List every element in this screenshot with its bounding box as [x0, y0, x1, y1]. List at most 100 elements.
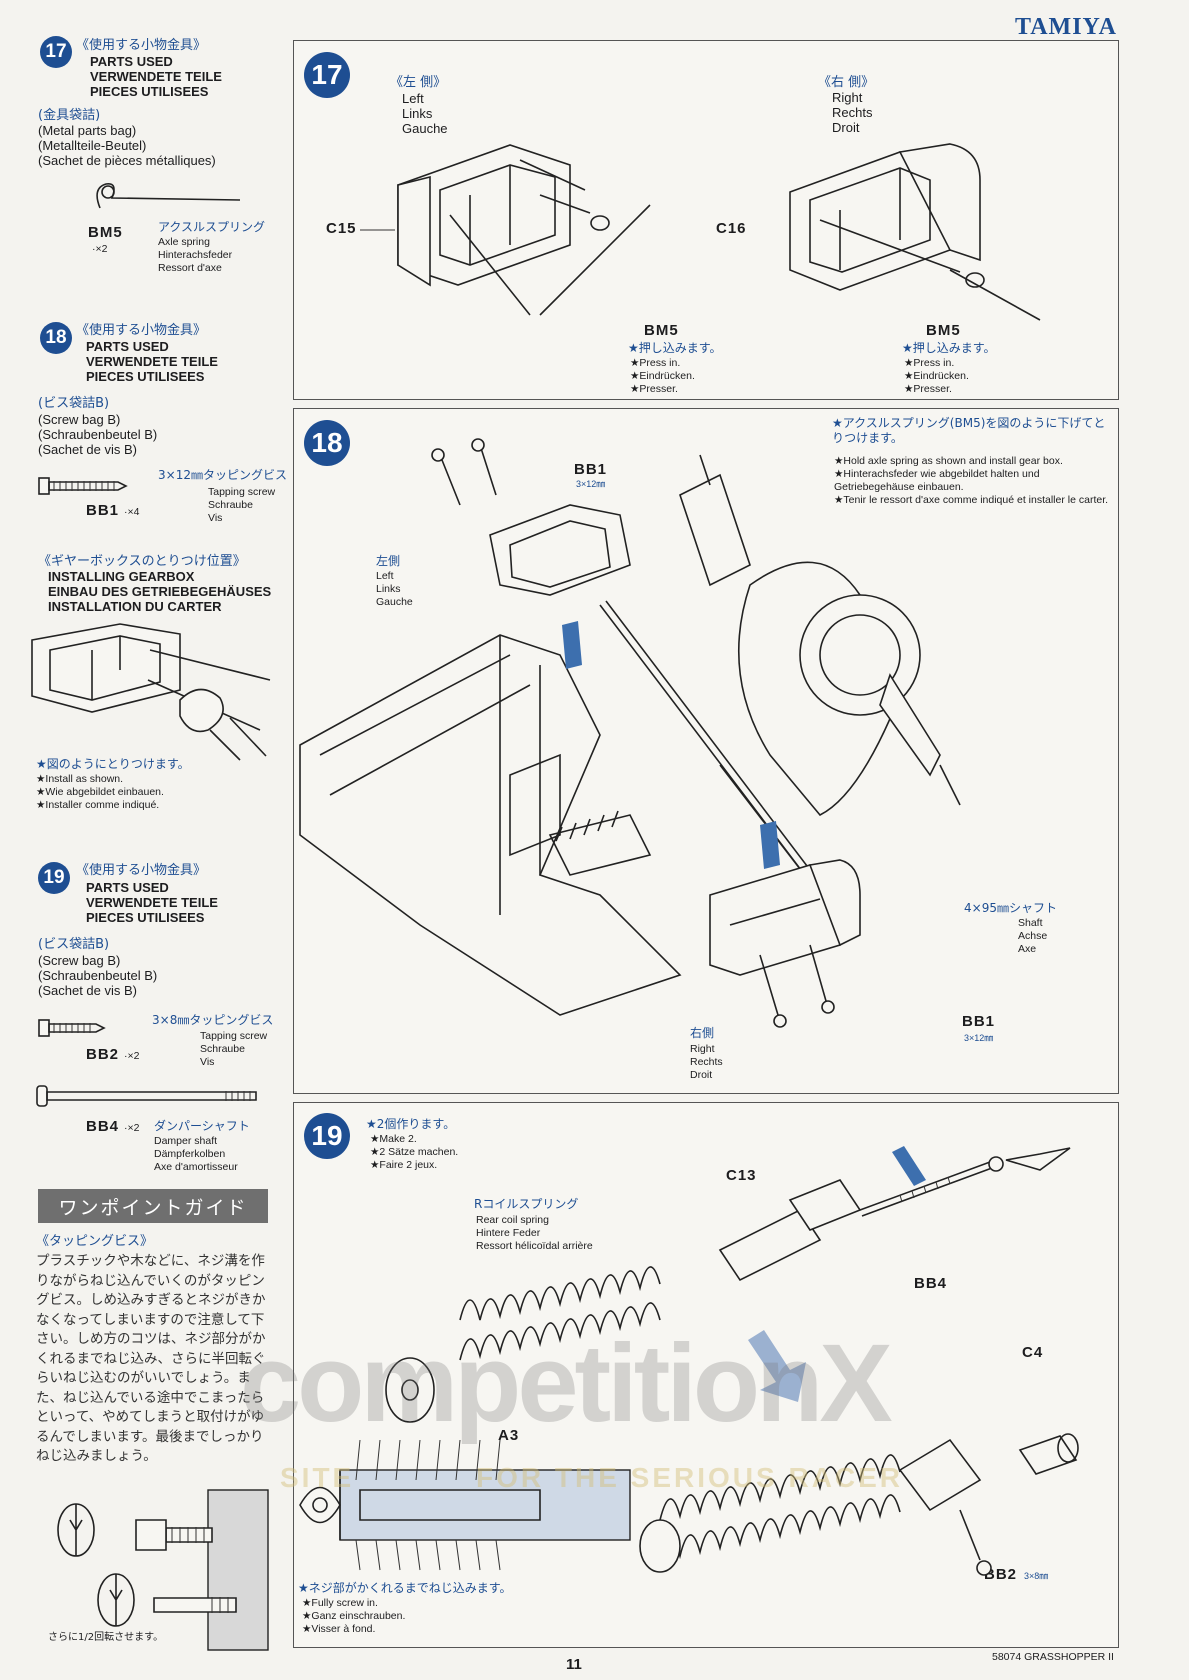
right-side-de: Rechts — [690, 1056, 723, 1068]
parts-used-en: PARTS USED — [86, 880, 169, 895]
watermark-tagline-left: SITE — [280, 1462, 355, 1493]
part-en-bm5: Axle spring — [158, 236, 210, 248]
parts-used-jp: 《使用する小物金具》 — [76, 38, 207, 53]
screw-note-jp: ★ネジ部がかくれるまでねじ込みます。 — [298, 1581, 512, 1595]
press-in-jp-right: ★押し込みます。 — [902, 341, 996, 355]
gearbox-title-fr: INSTALLATION DU CARTER — [48, 599, 222, 614]
screw-note-fr: ★Visser à fond. — [302, 1623, 376, 1635]
one-point-guide-title: ワンポイントガイド — [38, 1189, 268, 1223]
coil-spring-de: Hintere Feder — [476, 1227, 541, 1239]
parts-used-de: VERWENDETE TEILE — [90, 69, 222, 84]
parts-used-fr: PIECES UTILISEES — [90, 84, 209, 99]
c16-mount-diagram — [789, 143, 1041, 321]
parts-used-de: VERWENDETE TEILE — [86, 895, 218, 910]
spring-label-right: BM5 — [926, 322, 961, 339]
parts-used-fr: PIECES UTILISEES — [86, 369, 205, 384]
shaft-label-fr: Axe — [1018, 943, 1037, 955]
press-in-de-right: ★Eindrücken. — [904, 370, 969, 382]
spring-label-left: BM5 — [644, 322, 679, 339]
damper-shaft-icon — [36, 1085, 257, 1107]
bag-fr: (Sachet de vis B) — [38, 983, 137, 998]
part-fr-bb4: Axe d'amortisseur — [154, 1161, 238, 1173]
press-in-en-right: ★Press in. — [904, 357, 955, 369]
press-in-de-left: ★Eindrücken. — [630, 370, 695, 382]
screw-size-bb1-bottom: 3×12㎜ — [964, 1033, 994, 1043]
parts-used-jp: 《使用する小物金具》 — [76, 323, 207, 338]
watermark-tagline-right: FOR THE SERIOUS RACER — [476, 1462, 904, 1493]
press-in-en-left: ★Press in. — [630, 357, 681, 369]
c15-mount-diagram — [397, 144, 651, 316]
part-label-bb2: BB2 — [984, 1566, 1018, 1583]
gearbox-note-en: ★Hold axle spring as shown and install g… — [834, 455, 1063, 467]
part-en-bb1: Tapping screw — [208, 486, 276, 498]
left-side-fr: Gauche — [402, 121, 448, 136]
part-en-bb2: Tapping screw — [200, 1030, 268, 1042]
step-17-number: 17 — [304, 52, 350, 98]
bag-en: (Metal parts bag) — [38, 123, 137, 138]
screw-label-bb1-bottom: BB1 — [962, 1013, 996, 1030]
page-number: 11 — [566, 1656, 582, 1673]
screw-note-en: ★Fully screw in. — [302, 1597, 378, 1609]
left-side-en: Left — [376, 570, 394, 582]
part-qty-bb4: ·×2 — [124, 1122, 140, 1134]
make-two-fr: ★Faire 2 jeux. — [370, 1159, 438, 1171]
install-note-de: ★Wie abgebildet einbauen. — [36, 786, 164, 798]
bag-de: (Schraubenbeutel B) — [38, 427, 158, 442]
bag-jp: (金具袋詰) — [38, 108, 101, 123]
part-label-c15: C15 — [326, 220, 357, 237]
left-side-jp: 左側 — [376, 554, 401, 568]
parts-used-jp: 《使用する小物金具》 — [76, 863, 207, 878]
step-18-badge: 18 — [40, 322, 72, 354]
bag-en: (Screw bag B) — [38, 412, 121, 427]
part-jp-bb1: 3×12㎜タッピングビス — [158, 468, 287, 482]
part-code-bb4: BB4 — [86, 1118, 120, 1135]
screw-size-bb1-top: 3×12㎜ — [576, 479, 606, 489]
part-qty-bm5: ·×2 — [92, 243, 108, 255]
part-size-bb2: 3×8㎜ — [1024, 1571, 1049, 1581]
c15-leader-line — [360, 229, 395, 231]
gearbox-title-en: INSTALLING GEARBOX — [48, 569, 195, 584]
right-side-jp: 《右 側》 — [818, 75, 875, 90]
bag-en: (Screw bag B) — [38, 953, 121, 968]
step-17-badge: 17 — [40, 36, 72, 68]
part-qty-bb1: ·×4 — [124, 506, 140, 518]
make-two-jp: ★2個作ります。 — [366, 1117, 456, 1131]
bag-de: (Metallteile-Beutel) — [38, 138, 147, 153]
gearbox-note-de: ★Hinterachsfeder wie abgebildet halten u… — [834, 468, 1040, 493]
part-label-c13: C13 — [726, 1167, 757, 1184]
coil-spring-fr: Ressort hélicoïdal arrière — [476, 1240, 593, 1252]
screw-label-bb1-top: BB1 — [574, 461, 608, 478]
gearbox-title-de: EINBAU DES GETRIEBEGEHÄUSES — [48, 584, 272, 599]
part-qty-bb2: ·×2 — [124, 1050, 140, 1062]
shaft-label-jp: 4×95㎜シャフト — [964, 901, 1057, 915]
screwing-diagram — [57, 1489, 269, 1651]
part-jp-bb2: 3×8㎜タッピングビス — [152, 1013, 274, 1027]
bag-jp: (ビス袋詰B) — [38, 396, 110, 411]
left-side-de: Links — [376, 583, 401, 595]
model-footer: 58074 GRASSHOPPER II — [992, 1651, 1114, 1663]
tapping-screw-icon — [38, 477, 128, 495]
step-18-number: 18 — [304, 420, 350, 466]
watermark-logo: competitionX — [240, 1322, 893, 1445]
bag-fr: (Sachet de pièces métalliques) — [38, 153, 216, 168]
bag-de: (Schraubenbeutel B) — [38, 968, 158, 983]
right-side-jp: 右側 — [690, 1026, 715, 1040]
press-in-fr-right: ★Presser. — [904, 383, 952, 395]
step-19-number: 19 — [304, 1113, 350, 1159]
left-side-de: Links — [402, 106, 433, 121]
part-de-bm5: Hinterachsfeder — [158, 249, 233, 261]
gearbox-note-jp: ★アクスルスプリング(BM5)を図のように下げてとりつけます。 — [832, 416, 1106, 445]
part-de-bb4: Dämpferkolben — [154, 1148, 226, 1160]
gearbox-install-diagram — [299, 438, 961, 1028]
left-side-fr: Gauche — [376, 596, 413, 608]
screwing-caption: さらに1/2回転させます。 — [48, 1632, 164, 1643]
part-jp-bb4: ダンパーシャフト — [154, 1119, 250, 1133]
rear-damper-assembly-diagram — [299, 1146, 1079, 1576]
step-19-badge: 19 — [38, 862, 70, 894]
parts-used-en: PARTS USED — [86, 339, 169, 354]
one-point-guide-subtitle: 《タッピングビス》 — [36, 1234, 154, 1249]
part-label-c4: C4 — [1022, 1344, 1044, 1361]
shaft-label-en: Shaft — [1018, 917, 1043, 929]
bag-jp: (ビス袋詰B) — [38, 937, 110, 952]
right-side-en: Right — [690, 1043, 715, 1055]
